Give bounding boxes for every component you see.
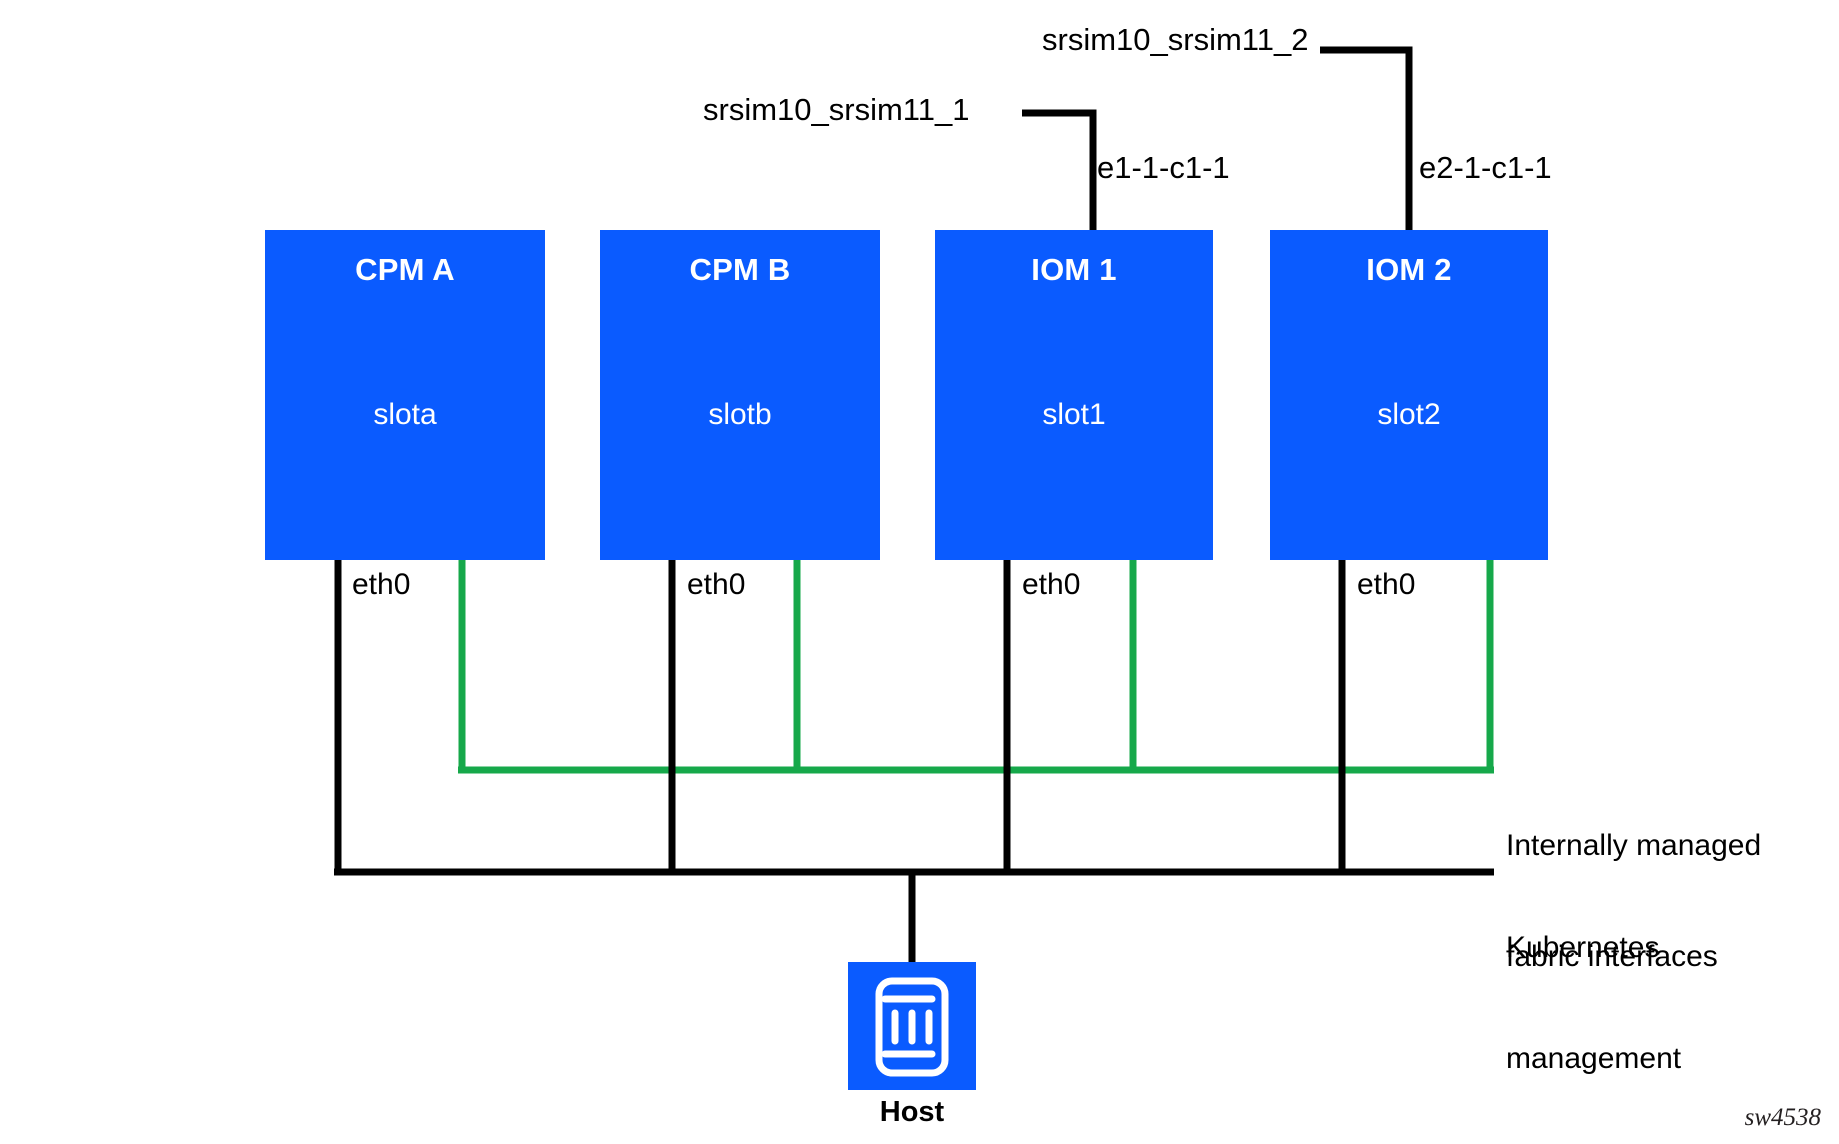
node-card-iom2[interactable]: IOM 2 slot2 [1270, 230, 1548, 560]
node-title-cpma: CPM A [355, 252, 455, 287]
link-2-connector [1320, 46, 1413, 232]
node-title-iom1: IOM 1 [1031, 252, 1117, 287]
node-title-cpmb: CPM B [689, 252, 791, 287]
node-card-cpmb[interactable]: CPM B slotb [600, 230, 880, 560]
management-network-label-line2: management [1506, 1042, 1682, 1075]
node-slot-iom1: slot1 [1042, 398, 1106, 431]
management-network-label-line1: Kubernetes [1506, 931, 1660, 964]
host-icon-container [848, 962, 976, 1090]
node-card-iom1[interactable]: IOM 1 slot1 [935, 230, 1213, 560]
host-node[interactable]: Host [848, 962, 976, 1129]
node-card-cpma[interactable]: CPM A slota [265, 230, 545, 560]
eth0-label-cpmb: eth0 [687, 568, 746, 601]
fabric-network-label-line2: fabric interfaces [1506, 940, 1718, 973]
server-icon [875, 977, 949, 1077]
node-slot-cpmb: slotb [708, 398, 772, 431]
eth0-label-cpma: eth0 [352, 568, 411, 601]
eth0-label-iom2: eth0 [1357, 568, 1416, 601]
management-network-bus [334, 560, 1494, 966]
link-1-connector [1022, 109, 1097, 232]
link-label-srsim10-srsim11-1: srsim10_srsim11_1 [703, 92, 970, 127]
management-network-label: Kubernetes management network [1506, 855, 1681, 1144]
fabric-network-bus [458, 560, 1494, 774]
host-caption: Host [879, 1096, 945, 1128]
fabric-network-label-line1: Internally managed [1506, 829, 1762, 862]
node-title-iom2: IOM 2 [1366, 252, 1452, 287]
figure-watermark: sw4538 [1744, 1104, 1821, 1131]
eth0-label-iom1: eth0 [1022, 568, 1081, 601]
port-label-e2-1-c1-1: e2-1-c1-1 [1419, 150, 1552, 185]
fabric-network-label: Internally managed fabric interfaces [1506, 753, 1761, 1049]
node-slot-iom2: slot2 [1377, 398, 1441, 431]
link-label-srsim10-srsim11-2: srsim10_srsim11_2 [1042, 22, 1309, 57]
port-label-e1-1-c1-1: e1-1-c1-1 [1097, 150, 1230, 185]
node-slot-cpma: slota [373, 398, 437, 431]
